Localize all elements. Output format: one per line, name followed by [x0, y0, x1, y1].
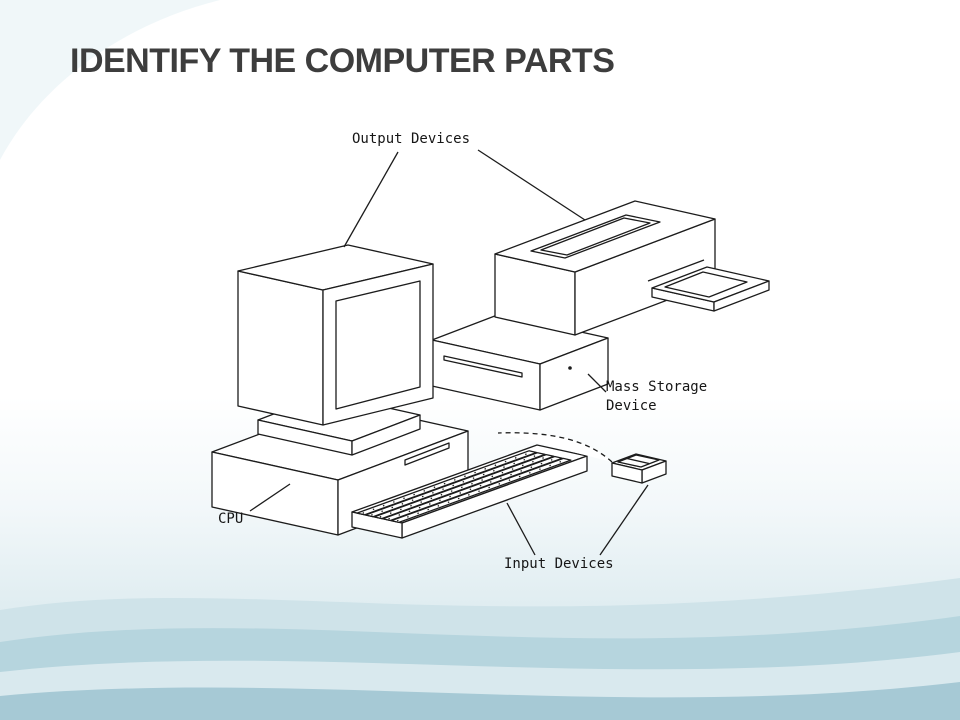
printer-paper [664, 271, 748, 298]
leader-mass-storage [587, 373, 607, 393]
keyboard [351, 444, 588, 539]
label-cpu: CPU [218, 511, 244, 527]
slide-title: IDENTIFY THE COMPUTER PARTS [70, 42, 615, 80]
mouse-cable [497, 432, 613, 463]
disk-drive [431, 313, 609, 411]
label-input-devices: Input Devices [504, 556, 614, 572]
monitor [237, 244, 434, 426]
leader-input-to-keyboard [506, 502, 536, 556]
leader-lines [249, 149, 649, 556]
leader-output-to-monitor [343, 151, 399, 248]
leader-input-to-mouse [599, 484, 649, 556]
mouse [611, 453, 667, 484]
printer [494, 200, 770, 336]
monitor-screen [335, 280, 421, 410]
leader-output-to-printer [477, 149, 586, 221]
leader-cpu [249, 483, 291, 512]
drive-led [568, 366, 572, 370]
label-output-devices: Output Devices [352, 131, 471, 147]
label-mass-storage-device: Mass Storage Device [606, 379, 708, 414]
